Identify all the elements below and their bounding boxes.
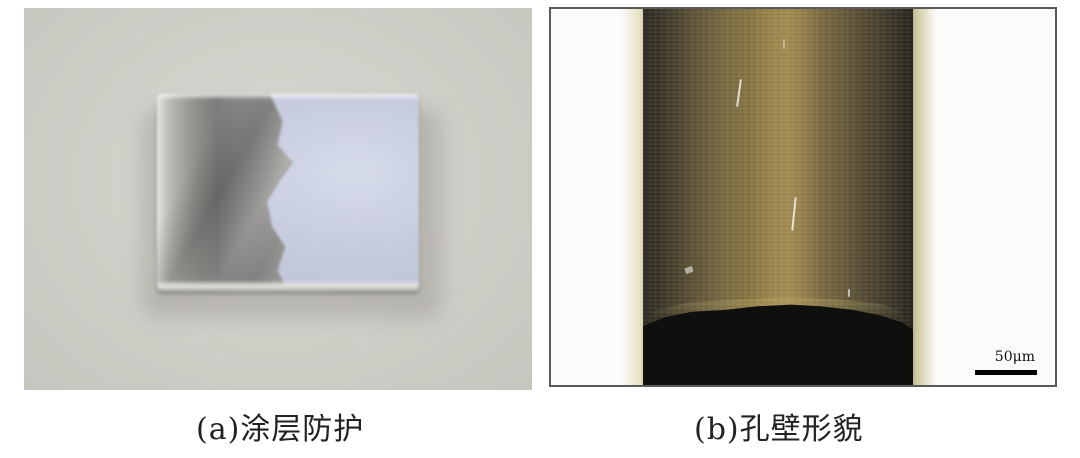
coating-region — [267, 94, 419, 290]
sample-top-edge — [157, 94, 419, 100]
wall-scratch — [783, 39, 785, 49]
caption-a: (a)涂层防护 — [196, 412, 365, 447]
scale-bar-label: 50μm — [994, 349, 1035, 365]
scale-bar — [975, 370, 1037, 375]
sample-bottom-edge — [157, 280, 419, 290]
wall-scratch — [848, 289, 850, 297]
metal-sample — [157, 94, 419, 290]
caption-b: (b)孔壁形貌 — [694, 412, 864, 447]
hole-bottom — [643, 304, 913, 385]
coated-sample-photo — [24, 8, 532, 390]
hole-wall-micrograph: 50μm — [549, 7, 1057, 387]
